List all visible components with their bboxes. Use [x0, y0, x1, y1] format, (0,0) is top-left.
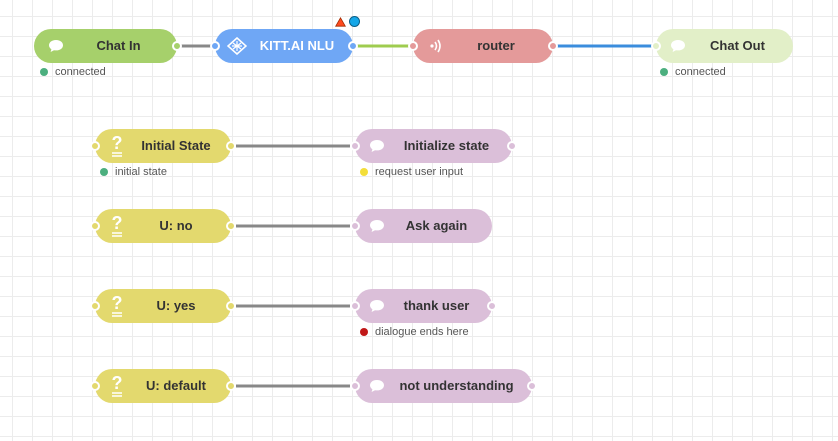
output-port[interactable] [348, 41, 358, 51]
node-initialize-state[interactable]: Initialize state [350, 129, 517, 163]
node-router[interactable]: router [408, 29, 558, 63]
input-port[interactable] [210, 41, 220, 51]
input-port[interactable] [350, 301, 360, 311]
status-dot [360, 168, 368, 176]
output-port[interactable] [527, 381, 537, 391]
output-port[interactable] [226, 221, 236, 231]
node-label: Ask again [405, 218, 468, 233]
svg-text:?: ? [112, 293, 123, 313]
chat-bubble-icon [664, 29, 692, 63]
changed-dot-icon [349, 16, 360, 27]
node-label: Chat In [96, 38, 141, 53]
input-port[interactable] [90, 301, 100, 311]
output-port[interactable] [226, 141, 236, 151]
input-port[interactable] [350, 141, 360, 151]
status-initialize-state: request user input [360, 166, 463, 178]
kitt-ai-icon [223, 29, 251, 63]
status-text: request user input [375, 166, 464, 178]
input-port[interactable] [90, 381, 100, 391]
status-dot [660, 68, 668, 76]
warning-triangle-icon [335, 16, 346, 27]
status-text: connected [675, 66, 726, 78]
input-port[interactable] [90, 221, 100, 231]
node-label: router [477, 38, 515, 53]
node-kitt-ai-nlu[interactable]: KITT.AI NLU [210, 29, 358, 63]
node-not-understanding[interactable]: not understanding [350, 369, 537, 403]
question-mark-icon: ? [103, 289, 131, 323]
question-mark-icon: ? [103, 129, 131, 163]
node-u-yes[interactable]: ? U: yes [90, 289, 236, 323]
output-port[interactable] [172, 41, 182, 51]
chat-bubble-icon [363, 289, 391, 323]
node-chat-out[interactable]: Chat Out [651, 29, 793, 63]
status-thank-user: dialogue ends here [360, 326, 469, 338]
question-mark-icon: ? [103, 209, 131, 243]
output-port[interactable] [226, 381, 236, 391]
output-port[interactable] [507, 141, 517, 151]
chat-bubble-icon [363, 129, 391, 163]
input-port[interactable] [651, 41, 661, 51]
node-label: KITT.AI NLU [259, 38, 335, 53]
svg-text:?: ? [112, 133, 123, 153]
broadcast-icon [421, 29, 449, 63]
node-label: U: default [146, 378, 206, 393]
output-port[interactable] [548, 41, 558, 51]
status-dot [100, 168, 108, 176]
status-chat-in: connected [40, 66, 106, 78]
question-mark-icon: ? [103, 369, 131, 403]
input-port[interactable] [350, 381, 360, 391]
input-port[interactable] [350, 221, 360, 231]
status-dot [40, 68, 48, 76]
node-label: U: yes [156, 298, 196, 313]
chat-bubble-icon [363, 369, 391, 403]
node-label: Initial State [141, 138, 211, 153]
status-chat-out: connected [660, 66, 726, 78]
svg-text:?: ? [112, 213, 123, 233]
input-port[interactable] [408, 41, 418, 51]
node-label: U: no [159, 218, 193, 233]
output-port[interactable] [226, 301, 236, 311]
chat-bubble-icon [363, 209, 391, 243]
svg-text:?: ? [112, 373, 123, 393]
node-label: Chat Out [710, 38, 765, 53]
output-port[interactable] [487, 301, 497, 311]
status-text: initial state [115, 166, 167, 178]
status-initial-state: initial state [100, 166, 167, 178]
chat-bubble-icon [42, 29, 70, 63]
status-text: connected [55, 66, 106, 78]
node-label: Initialize state [403, 138, 490, 153]
input-port[interactable] [90, 141, 100, 151]
node-label: not understanding [399, 378, 514, 393]
status-text: dialogue ends here [375, 326, 469, 338]
node-chat-in[interactable]: Chat In [34, 29, 182, 63]
node-label: thank user [403, 298, 470, 313]
node-u-default[interactable]: ? U: default [90, 369, 236, 403]
node-u-no[interactable]: ? U: no [90, 209, 236, 243]
node-ask-again[interactable]: Ask again [350, 209, 492, 243]
node-badges [335, 16, 360, 27]
node-initial-state[interactable]: ? Initial State [90, 129, 236, 163]
node-thank-user[interactable]: thank user [350, 289, 497, 323]
status-dot [360, 328, 368, 336]
